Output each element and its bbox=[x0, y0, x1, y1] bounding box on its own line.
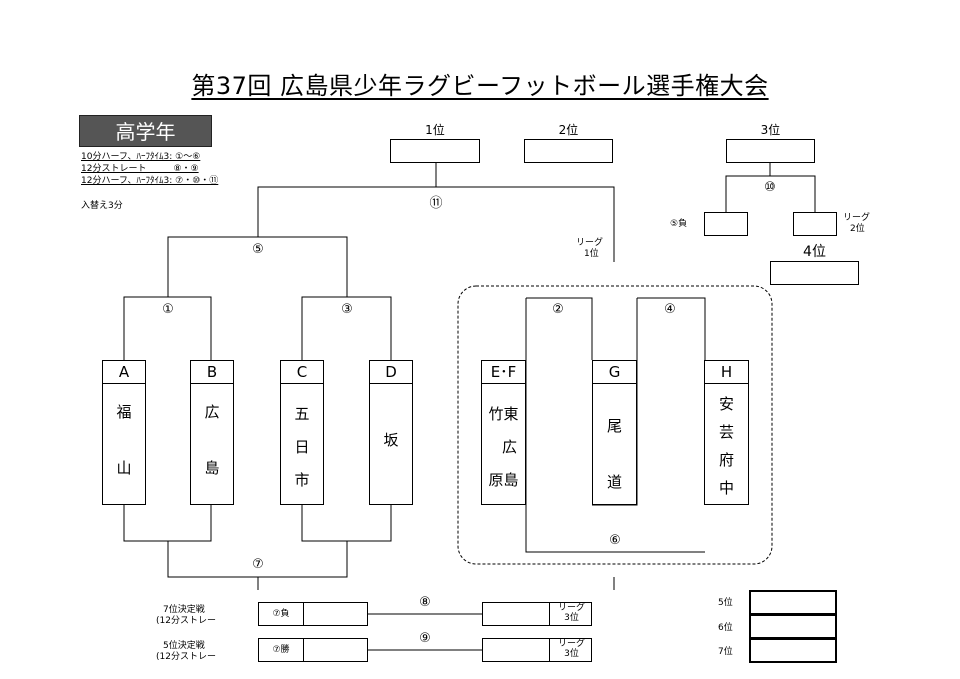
note-line-1: 10分ハーフ、ﾊｰﾌﾀｲﾑ3: ①～⑥ bbox=[81, 152, 201, 162]
team-a-letter: A bbox=[103, 361, 145, 384]
team-ef-name-2: 広 bbox=[501, 438, 517, 456]
first-place-label: 1位 bbox=[425, 123, 445, 137]
match-5-number: ⑤ bbox=[252, 242, 264, 257]
line-league-2-4 bbox=[525, 297, 706, 553]
page-title: 第37回 広島県少年ラグビーフットボール選手権大会 bbox=[191, 72, 769, 100]
match-9-number: ⑨ bbox=[419, 631, 431, 646]
line-match-10 bbox=[725, 163, 816, 212]
team-h-name-3: 府 bbox=[718, 451, 734, 469]
third-match-right-label-1: リーグ bbox=[843, 213, 871, 223]
third-match-right-box bbox=[793, 212, 837, 236]
league-group-frame bbox=[457, 285, 773, 565]
match-8-number: ⑧ bbox=[419, 595, 431, 610]
seventh-place-box bbox=[749, 638, 837, 663]
team-d-letter: D bbox=[370, 361, 412, 384]
line-match-7b bbox=[301, 505, 392, 542]
seventh-place-label: 7位 bbox=[718, 647, 733, 657]
team-h-name-2: 芸 bbox=[718, 423, 734, 441]
match-1-number: ① bbox=[162, 302, 174, 317]
match-7-number: ⑦ bbox=[252, 557, 264, 572]
team-c-name-3: 市 bbox=[294, 471, 310, 489]
seventh-left-seed: ⑦負 bbox=[259, 603, 304, 625]
fifth-place-label: 5位 bbox=[718, 598, 733, 608]
seventh-left-box: ⑦負 bbox=[258, 602, 368, 626]
team-h: H 安 芸 府 中 bbox=[704, 360, 749, 505]
team-g-name-1: 尾 bbox=[606, 417, 622, 435]
fifth-match-sub: (12分ストレー bbox=[156, 652, 216, 662]
third-place-box bbox=[726, 139, 815, 163]
team-a-name-1: 福 bbox=[116, 403, 132, 421]
team-b-name-2: 島 bbox=[204, 459, 220, 477]
division-badge: 高学年 bbox=[79, 115, 212, 147]
team-g-name-2: 道 bbox=[606, 473, 622, 491]
team-d: D 坂 bbox=[369, 360, 413, 505]
second-place-label: 2位 bbox=[558, 123, 579, 137]
line-match-7 bbox=[123, 505, 212, 542]
team-c-name-2: 日 bbox=[294, 438, 310, 456]
team-c: C 五 日 市 bbox=[280, 360, 324, 505]
note-line-3: 12分ハーフ、ﾊｰﾌﾀｲﾑ3: ⑦・⑩・⑪ bbox=[81, 176, 219, 186]
league-first-label-1: リーグ bbox=[576, 238, 604, 248]
first-place-box bbox=[390, 139, 480, 163]
team-h-letter: H bbox=[705, 361, 748, 384]
team-ef-letter: E･F bbox=[482, 361, 525, 384]
note-line-2: 12分ストレート ⑧・⑨ bbox=[81, 164, 199, 174]
team-ef: E･F 竹東 広 原島 bbox=[481, 360, 526, 505]
seventh-right-box: リーグ 3位 bbox=[482, 602, 592, 626]
fifth-place-box bbox=[749, 590, 837, 615]
team-g-letter: G bbox=[593, 361, 636, 384]
team-a-name-2: 山 bbox=[116, 459, 132, 477]
seventh-match-title: 7位決定戦 bbox=[163, 605, 205, 615]
team-d-name-1: 坂 bbox=[383, 431, 399, 449]
team-ef-name-3: 原島 bbox=[488, 471, 519, 489]
fourth-place-box bbox=[770, 261, 859, 285]
team-b: B 広 島 bbox=[190, 360, 234, 505]
fifth-left-seed: ⑦勝 bbox=[259, 639, 304, 661]
league-first-label-2: 1位 bbox=[584, 249, 599, 259]
match-4-number: ④ bbox=[664, 302, 676, 317]
seventh-right-label-1: リーグ bbox=[557, 603, 585, 613]
team-g: G 尾 道 bbox=[592, 360, 637, 505]
team-c-name-1: 五 bbox=[294, 405, 310, 423]
fifth-left-box: ⑦勝 bbox=[258, 638, 368, 662]
fifth-right-label-1: リーグ bbox=[557, 639, 585, 649]
third-match-left-box bbox=[704, 212, 748, 236]
fifth-right-label-2: 3位 bbox=[564, 649, 579, 659]
fourth-place-label: 4位 bbox=[803, 244, 826, 260]
second-place-box bbox=[524, 139, 613, 163]
note-line-4: 入替え3分 bbox=[81, 201, 123, 211]
team-h-name-4: 中 bbox=[718, 479, 734, 497]
team-b-name-1: 広 bbox=[204, 403, 220, 421]
seventh-right-label-2: 3位 bbox=[564, 613, 579, 623]
fifth-right-box: リーグ 3位 bbox=[482, 638, 592, 662]
sixth-place-label: 6位 bbox=[718, 623, 733, 633]
team-a: A 福 山 bbox=[102, 360, 146, 505]
team-c-letter: C bbox=[281, 361, 323, 384]
team-h-name-1: 安 bbox=[718, 395, 734, 413]
match-3-number: ③ bbox=[341, 302, 353, 317]
match-2-number: ② bbox=[552, 302, 564, 317]
match-11-number: ⑪ bbox=[429, 196, 443, 211]
match-10-number: ⑩ bbox=[764, 180, 776, 195]
team-ef-name-1: 竹東 bbox=[488, 405, 519, 423]
fifth-match-title: 5位決定戦 bbox=[163, 641, 205, 651]
seventh-match-sub: (12分ストレー bbox=[156, 616, 216, 626]
team-b-letter: B bbox=[191, 361, 233, 384]
third-match-right-label-2: 2位 bbox=[850, 224, 865, 234]
match-6-number: ⑥ bbox=[609, 533, 621, 548]
third-place-label: 3位 bbox=[760, 123, 781, 137]
sixth-place-box bbox=[749, 614, 837, 639]
third-match-left-label: ⑤負 bbox=[670, 219, 688, 229]
